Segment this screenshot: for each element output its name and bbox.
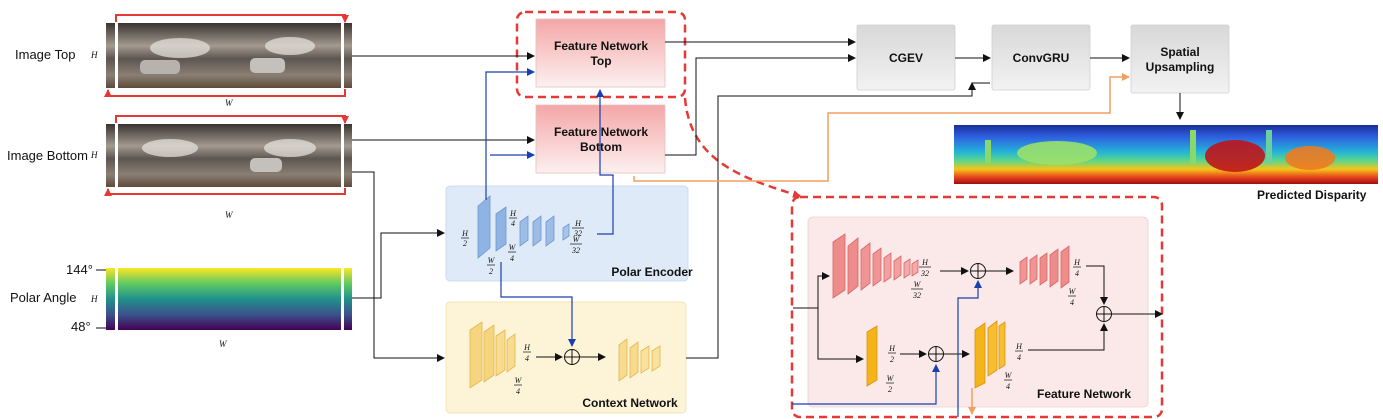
image-top-h-label: H	[90, 50, 98, 60]
feature-network-top-subtitle: Top	[590, 54, 611, 68]
orange-arrows	[633, 73, 1130, 415]
polar-encoder-label: Polar Encoder	[611, 265, 693, 279]
svg-text:H: H	[523, 343, 531, 352]
zoom-link-dashed	[683, 97, 801, 198]
svg-text:2: 2	[489, 267, 493, 276]
svg-text:4: 4	[525, 354, 529, 363]
svg-text:W: W	[914, 280, 922, 289]
context-network-label: Context Network	[582, 396, 678, 410]
polar-encoder-layers	[477, 195, 570, 259]
svg-text:2: 2	[888, 385, 892, 394]
svg-text:4: 4	[516, 387, 520, 396]
image-bottom-panorama	[106, 124, 352, 187]
svg-text:H: H	[888, 344, 896, 353]
svg-text:H: H	[509, 209, 517, 218]
context-add-icon	[564, 349, 580, 365]
svg-text:H: H	[1015, 342, 1023, 351]
svg-text:W: W	[1069, 287, 1077, 296]
feature-net-add-icon-2	[928, 346, 944, 362]
image-bottom-w-label: W	[225, 210, 234, 220]
feature-network-top-box	[535, 18, 666, 88]
angle-max-label: 144°	[66, 262, 93, 277]
svg-text:32: 32	[920, 269, 929, 278]
feature-net-add-icon-1	[970, 263, 986, 279]
encoder-dim-labels: H 2 W 2 H 4 W 4 H 32 W 32	[461, 209, 584, 276]
spatial-upsampling-title: Spatial	[1160, 45, 1199, 59]
predicted-disparity-map	[954, 125, 1378, 184]
svg-text:4: 4	[510, 254, 514, 263]
context-dim-labels: H 4 W 4	[514, 343, 531, 396]
feature-net-dim-labels: H 32 W 32 H 4 W 4 H 2 W 2 H 4 W 4	[886, 258, 1081, 394]
svg-text:32: 32	[571, 246, 580, 255]
spatial-upsampling-subtitle: Upsampling	[1146, 60, 1215, 74]
feature-network-bottom-subtitle: Bottom	[580, 140, 622, 154]
svg-text:4: 4	[1070, 298, 1074, 307]
feature-network-red-layers	[832, 233, 1070, 299]
context-network-layers	[469, 321, 661, 389]
polar-angle-h-label: H	[90, 294, 98, 304]
black-arrows	[352, 38, 1184, 363]
spatial-upsampling-box	[1130, 24, 1230, 94]
highlight-box-feature-network	[790, 195, 1164, 419]
polar-angle-label: Polar Angle	[10, 290, 77, 305]
feature-network-top-title: Feature Network	[554, 39, 648, 53]
svg-text:4: 4	[511, 219, 515, 228]
svg-text:H: H	[461, 229, 469, 238]
polar-angle-map	[106, 268, 352, 330]
svg-text:4: 4	[1006, 382, 1010, 391]
angle-min-label: 48°	[71, 319, 91, 334]
cgev-label: CGEV	[889, 51, 923, 65]
svg-text:W: W	[509, 243, 517, 252]
predicted-disparity-label: Predicted Disparity	[1257, 188, 1367, 202]
blue-arrows	[485, 68, 982, 417]
svg-text:H: H	[574, 219, 582, 228]
image-top-w-label: W	[225, 98, 234, 108]
svg-text:H: H	[1073, 258, 1081, 267]
svg-text:4: 4	[1017, 353, 1021, 362]
svg-text:32: 32	[912, 291, 921, 300]
feature-network-detail-label: Feature Network	[1037, 387, 1131, 401]
svg-text:W: W	[488, 256, 496, 265]
svg-text:32: 32	[573, 229, 582, 238]
svg-text:W: W	[1005, 371, 1013, 380]
feature-network-bottom-title: Feature Network	[554, 125, 648, 139]
wrap-around-arrow-bottom	[104, 115, 349, 196]
svg-text:W: W	[887, 374, 895, 383]
svg-text:W: W	[573, 235, 581, 244]
svg-text:2: 2	[463, 239, 467, 248]
polar-angle-w-label: W	[219, 339, 228, 349]
svg-text:W: W	[515, 376, 523, 385]
image-bottom-label: Image Bottom	[7, 148, 88, 163]
svg-text:H: H	[921, 258, 929, 267]
image-bottom-h-label: H	[90, 150, 98, 160]
svg-text:4: 4	[1075, 269, 1079, 278]
wrap-around-arrow-top	[104, 14, 349, 97]
image-top-panorama	[106, 23, 352, 88]
svg-text:2: 2	[890, 355, 894, 364]
convgru-label: ConvGRU	[1013, 51, 1070, 65]
image-top-label: Image Top	[15, 47, 75, 62]
feature-network-orange-layers	[866, 320, 1006, 389]
feature-net-add-icon-3	[1096, 306, 1112, 322]
highlight-box-feature-top	[515, 10, 687, 99]
